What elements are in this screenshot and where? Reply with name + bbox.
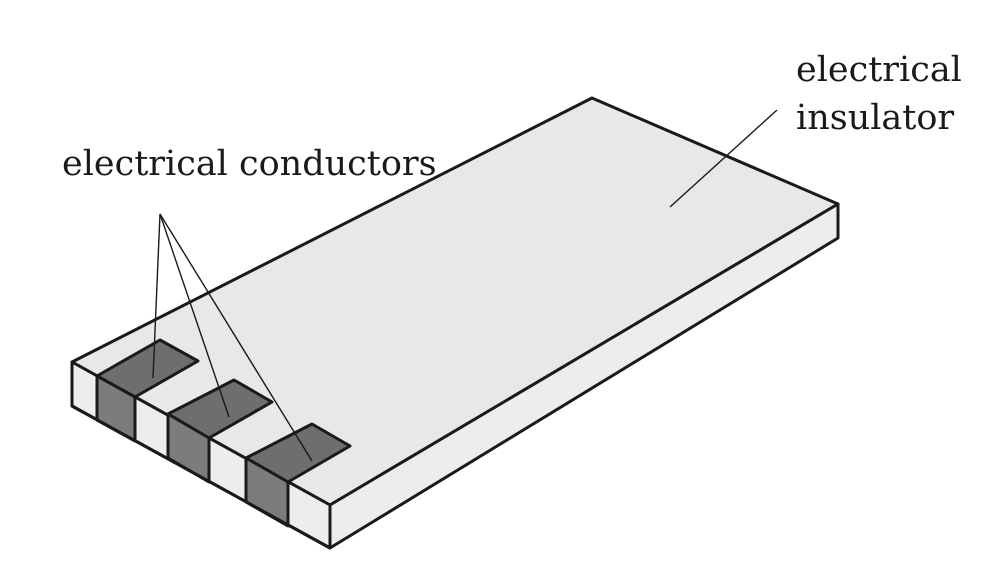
- insulator-label-line-1: electrical: [796, 50, 962, 90]
- conductors-label: electrical conductors: [62, 144, 437, 184]
- leader-line-conductor-2: [159, 213, 230, 418]
- leader-line-conductor-1: [152, 213, 161, 379]
- leader-line-conductor-3: [159, 213, 313, 462]
- insulator-label-line-2: insulator: [796, 98, 955, 138]
- front-bottom-edge: [71, 404, 331, 550]
- leader-line-insulator: [669, 109, 778, 208]
